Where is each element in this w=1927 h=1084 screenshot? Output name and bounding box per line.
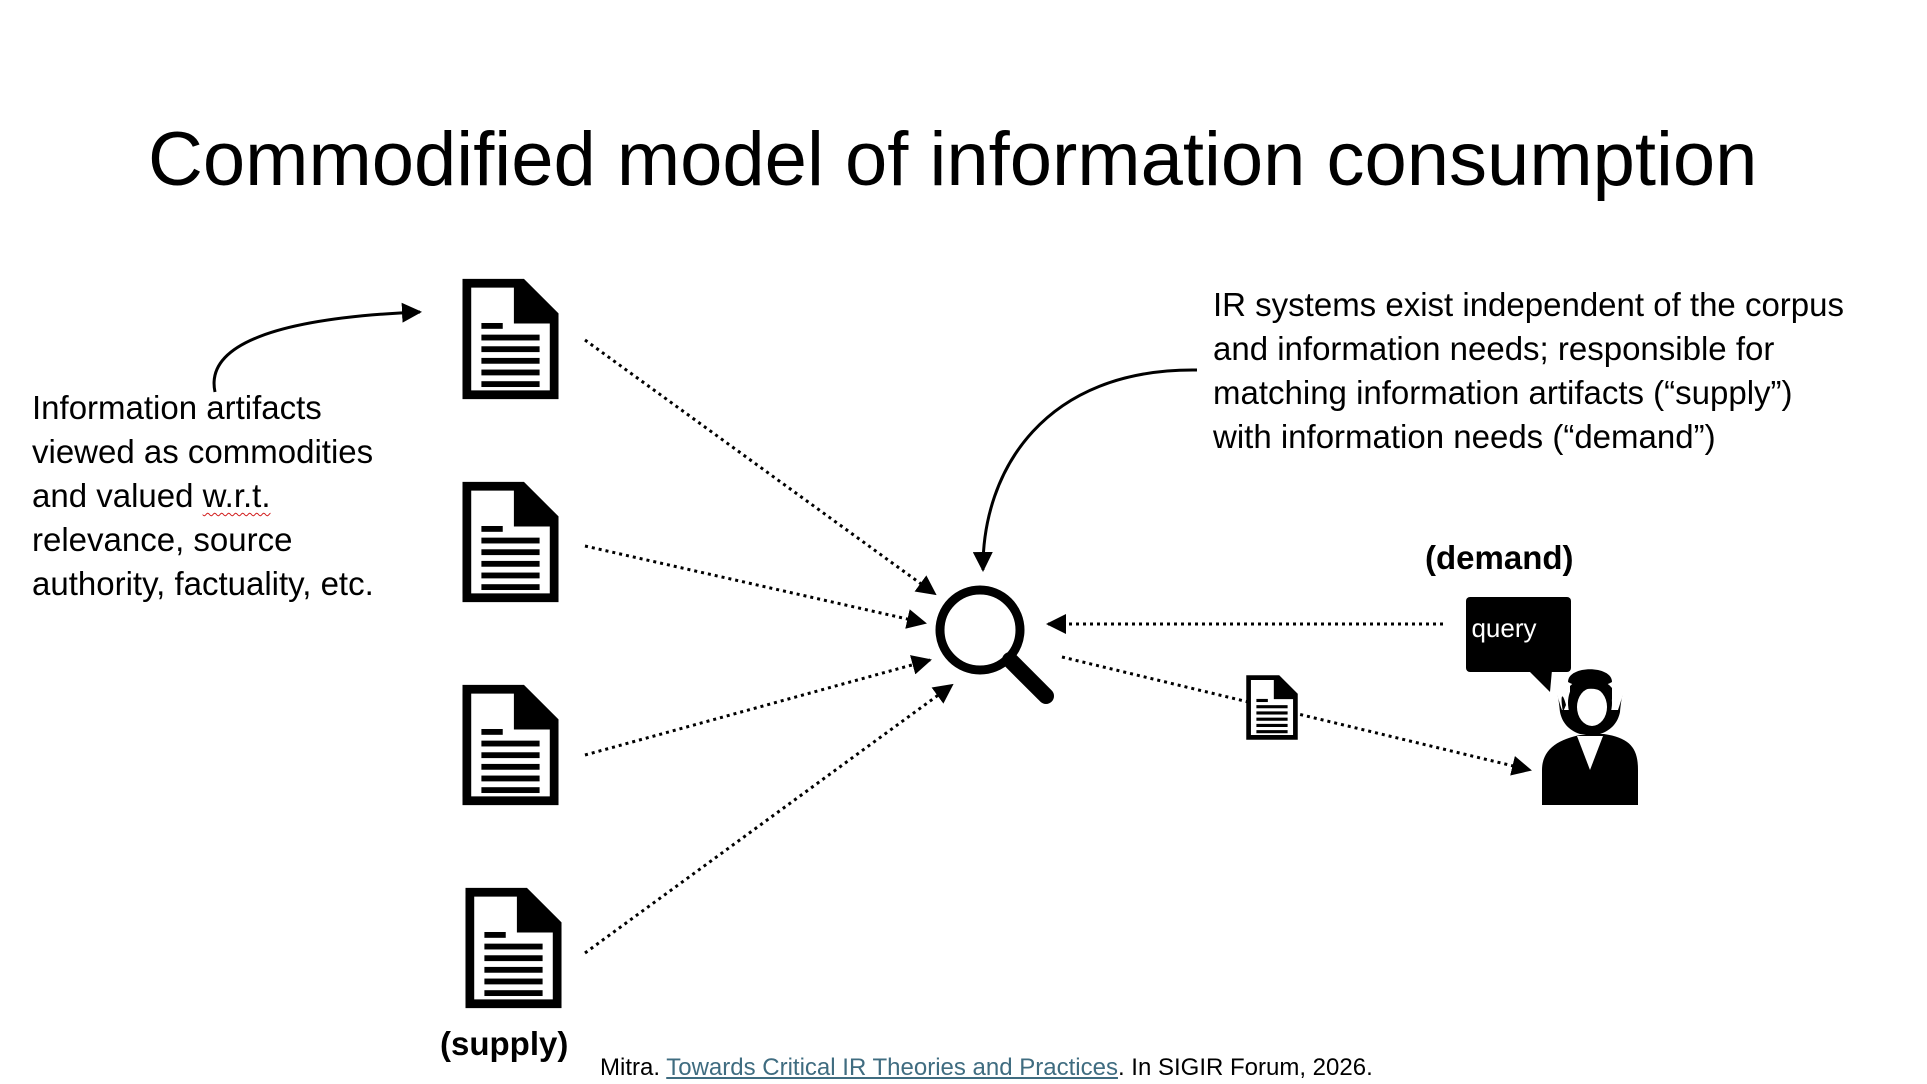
user-icon <box>1542 669 1638 805</box>
doc3-to-search-arrow <box>584 655 932 757</box>
speech-bubble-icon <box>1466 597 1571 692</box>
artifacts-callout-arrow <box>212 302 422 393</box>
callout-line: and information needs; responsible for <box>1213 330 1775 367</box>
citation-author: Mitra. <box>600 1054 667 1081</box>
doc4-to-search-arrow <box>584 683 954 955</box>
query-label: query <box>1471 613 1537 643</box>
ir-systems-callout: IR systems exist independent of the corp… <box>1213 283 1844 459</box>
callout-line: Information artifacts <box>32 389 322 426</box>
doc1-to-search-arrow <box>584 338 937 596</box>
ir-callout-arrow <box>972 368 1198 572</box>
callout-line: and valued w.r.t. <box>32 474 374 518</box>
spellcheck-flagged-word: w.r.t. <box>202 477 271 514</box>
callout-line: relevance, source <box>32 521 293 558</box>
demand-label: (demand) <box>1425 539 1574 576</box>
callout-line: with information needs (“demand”) <box>1213 418 1716 455</box>
doc2-to-search-arrow <box>584 544 927 629</box>
document-icon <box>467 486 554 598</box>
citation-venue: . In SIGIR Forum, 2026. <box>1117 1054 1373 1081</box>
callout-line: authority, factuality, etc. <box>32 565 374 602</box>
callout-line: IR systems exist independent of the corp… <box>1213 286 1844 323</box>
citation-link[interactable]: Towards Critical IR Theories and Practic… <box>666 1054 1118 1081</box>
callout-line: matching information artifacts (“supply”… <box>1213 374 1793 411</box>
callout-text: and valued <box>32 477 203 514</box>
citation: Mitra. Towards Critical IR Theories and … <box>600 1054 1373 1082</box>
callout-line: viewed as commodities <box>32 433 374 470</box>
slide-title: Commodified model of information consump… <box>148 117 1758 202</box>
artifacts-callout: Information artifacts viewed as commodit… <box>32 386 374 606</box>
document-icon <box>467 283 554 395</box>
document-icon <box>470 892 557 1004</box>
document-icon <box>467 689 554 801</box>
result-document-icon <box>1249 678 1296 738</box>
supply-label: (supply) <box>440 1025 569 1062</box>
magnifying-glass-icon <box>935 585 1054 704</box>
